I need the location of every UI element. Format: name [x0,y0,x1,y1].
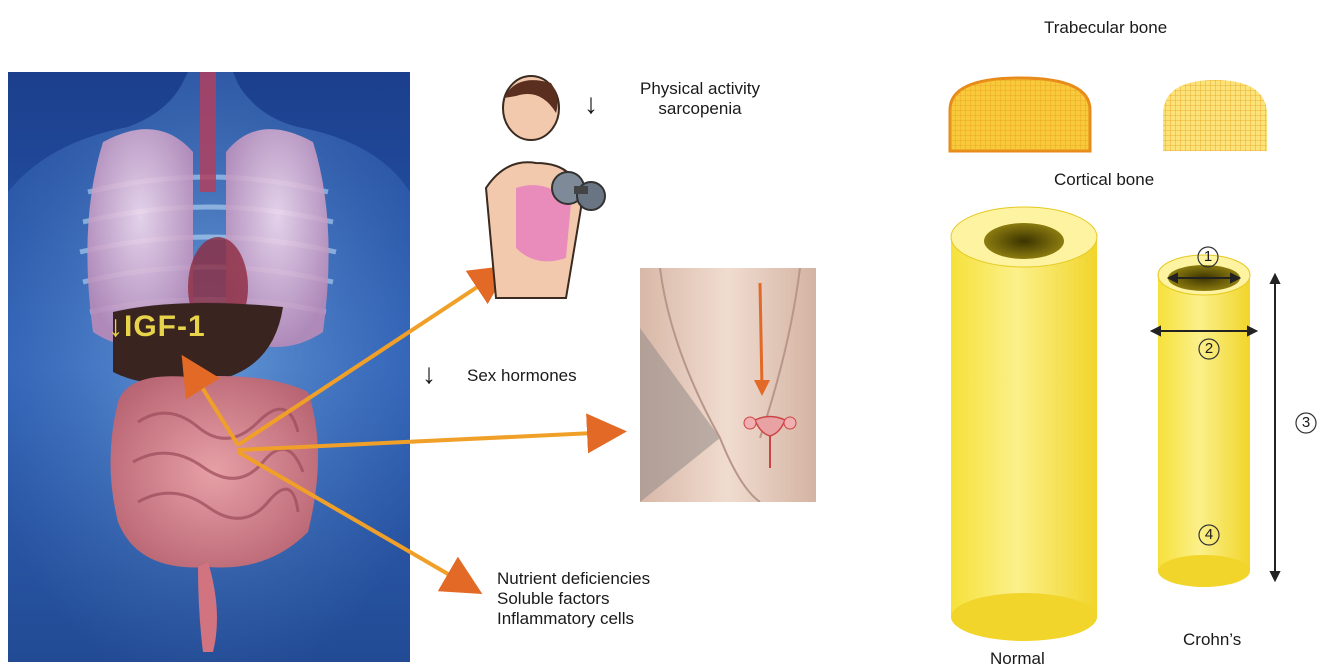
nutrient-deficiencies-text: Nutrient deficiencies [497,569,650,589]
decrease-arrow-hormones: ↓ [422,358,436,390]
anatomy-illustration [8,72,410,662]
marker-2: 2 [1199,340,1219,357]
normal-label: Normal [990,649,1045,669]
physical-activity-text: Physical activity [610,79,790,99]
cortical-bone-cylinders [945,205,1325,645]
normal-bone-cylinder [951,207,1097,641]
sarcopenia-text: sarcopenia [610,99,790,119]
marker-1: 1 [1198,248,1218,265]
trabecular-bone-label: Trabecular bone [1044,18,1167,38]
soluble-factors-text: Soluble factors [497,589,650,609]
cortical-bone-label: Cortical bone [1054,170,1154,190]
nutrient-factors-list: Nutrient deficiencies Soluble factors In… [497,569,650,629]
inflammatory-cells-text: Inflammatory cells [497,609,650,629]
decrease-arrow-activity: ↓ [584,88,598,120]
crohns-label: Crohn’s [1183,630,1241,650]
marker-3: 3 [1296,414,1316,431]
igf-label: ↓IGF-1 [108,310,206,344]
sex-hormones-label: Sex hormones [467,366,577,386]
anatomy-panel: ↓IGF-1 [8,72,410,662]
physical-activity-label: Physical activity sarcopenia [610,79,790,119]
trabecular-bone-shapes [945,65,1325,155]
pelvis-illustration [640,268,816,502]
marker-4: 4 [1199,526,1219,543]
